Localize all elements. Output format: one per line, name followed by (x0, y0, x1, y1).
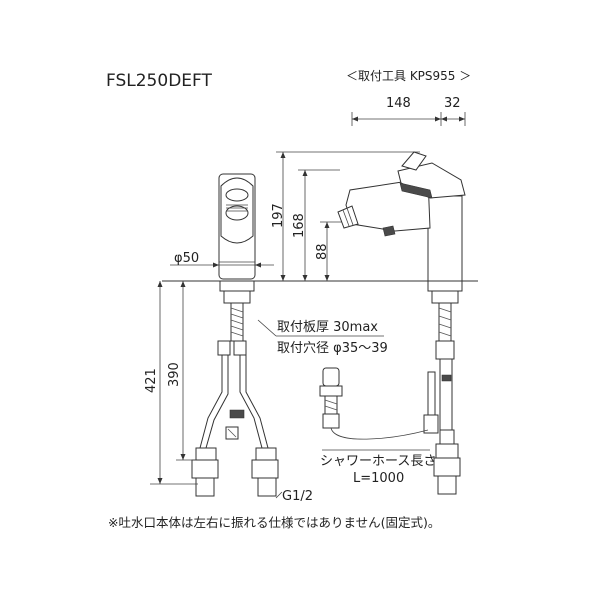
model-number: FSL250DEFT (106, 71, 213, 91)
dimension-197-label: 197 (271, 203, 286, 228)
faucet-side-view (337, 151, 466, 282)
dimension-390: 390 (167, 281, 196, 461)
dimension-168: 168 (292, 169, 340, 281)
fixed-spout-note: ※吐水口本体は左右に振れる仕様ではありません(固定式)。 (108, 515, 441, 530)
dimension-32: 32 (444, 96, 461, 111)
mounting-leader-line (257, 319, 277, 337)
mounting-hole-diameter: 取付穴径 φ35〜39 (277, 341, 388, 356)
dimension-197: 197 (271, 151, 420, 281)
dimension-168-label: 168 (292, 213, 307, 238)
dimension-88: 88 (315, 221, 348, 281)
thread-leader-line (275, 491, 283, 499)
dimension-148: 148 (386, 96, 411, 111)
shower-hose-length-label: シャワーホース長さ (320, 454, 436, 469)
mounting-plate-thickness: 取付板厚 30max (277, 320, 378, 335)
faucet-front-view (218, 173, 256, 280)
dimension-88-label: 88 (315, 243, 330, 260)
shower-hose-fitting (319, 367, 429, 440)
dimension-phi50: φ50 (170, 251, 274, 268)
shower-hose-length-value: L=1000 (353, 471, 404, 486)
dimension-421: 421 (144, 281, 198, 485)
dimension-phi50-label: φ50 (174, 251, 199, 266)
dimension-421-label: 421 (144, 368, 159, 393)
piping-right-assembly (423, 280, 463, 495)
dimension-390-label: 390 (167, 362, 182, 387)
piping-left-assembly (191, 280, 279, 497)
mounting-tool-label: ＜取付工具 KPS955 ＞ (346, 69, 471, 83)
thread-size-label: G1/2 (282, 489, 313, 504)
dimension-148-32: 148 32 (351, 96, 466, 126)
